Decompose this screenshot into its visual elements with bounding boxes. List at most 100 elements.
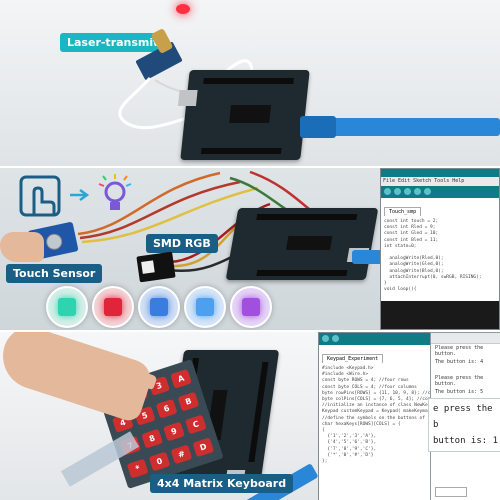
zoom-line: button is: 1 [433,436,499,446]
ide-console [381,301,499,329]
rgb-module [136,251,176,283]
code-line: const int Rled = 9; [384,225,436,231]
code-line: {'7','8','9','C'}, [322,446,377,452]
keypad-key[interactable]: 6 [155,398,178,419]
ide-tab[interactable]: Touch_smp [384,207,422,216]
led-glow [104,298,122,316]
monitor-titlebar [431,333,500,344]
code-line: byte colPins[COLS] = {7, 6, 5, 4}; //con… [322,397,437,403]
usb-port [177,90,198,106]
keypad-key[interactable]: 0 [148,451,171,472]
led-glow [196,298,214,316]
touch-panel: Touch Sensor SMD RGB File Edit Sketch To… [0,168,500,332]
code-line: const byte COLS = 4; //four columns [322,384,417,390]
verify-icon[interactable] [384,188,391,195]
code-line: } [384,281,387,287]
usb-cable [352,250,382,264]
code-line: int state=0; [384,243,417,249]
pin-header [200,148,282,154]
usb-plug [300,116,336,138]
code-line: byte rowPins[ROWS] = {11, 10, 9, 8}; //c… [322,390,437,396]
led-glow [58,298,76,316]
laser-panel: Laser-transmit [0,0,500,168]
code-line: const int Gled = 10; [384,231,439,237]
code-editor[interactable]: const int touch = 2;const int Rled = 9;c… [381,217,499,295]
keypad-key[interactable]: D [192,437,215,458]
arduino-board [177,70,310,160]
serial-zoom-callout: e press the b button is: 1 [428,398,500,452]
keypad-key[interactable]: C [185,414,207,435]
keypad-key[interactable]: # [170,444,193,465]
code-line: //initialize an instance of class NewKey… [322,403,437,409]
keypad-key[interactable]: B [177,391,200,412]
code-line: const byte ROWS = 4; //four rows [322,378,409,384]
led-color-swatch [92,286,134,328]
keypad-key[interactable]: 8 [141,428,164,449]
keypad-ide-window: Keypad_Experiment #include <Keypad.h>#in… [318,332,437,500]
code-line: analogWrite(Rled,0); [384,256,444,262]
divider [0,330,500,333]
lightbulb-icon [98,174,132,210]
ide-tab[interactable]: Keypad_Experiment [322,354,384,363]
code-line: Keypad customKeypad = Keypad( makeKeymap… [322,409,437,415]
code-line: { [322,428,325,434]
pin-header [256,270,348,276]
monitor-line: The button is: 5 [435,389,484,395]
keypad-panel: 123A456B789C*0#D 4x4 Matrix Keyboard Key… [0,332,500,500]
code-line: const int touch = 2; [384,219,439,224]
upload-icon[interactable] [332,335,339,342]
zoom-line: e press the b [433,404,493,430]
keypad-key[interactable]: 9 [163,421,185,442]
laser-label: Laser-transmit [60,33,166,52]
ide-titlebar [381,169,499,177]
code-editor[interactable]: #include <Keypad.h>#include <Wire.h>cons… [319,364,437,467]
monitor-line: Please press the button. [435,375,484,387]
code-line: void loop(){ [384,287,417,293]
monitor-line: The button is: 4 [435,359,484,365]
keypad-label: 4x4 Matrix Keyboard [150,474,294,493]
mcu-chip [229,105,272,123]
new-icon[interactable] [404,188,411,195]
code-line: //define the symbols on the buttons of t… [322,415,437,421]
touch-sensor-label: Touch Sensor [6,264,103,283]
code-line: {'1','2','3','A'}, [322,434,377,440]
code-line: #include <Wire.h> [322,372,369,378]
code-line: }; [322,459,328,465]
pin-header [203,78,294,84]
touch-hand-icon [19,175,61,217]
ide-toolbar [319,333,437,345]
arduino-board [225,208,379,280]
keypad-key[interactable]: A [170,368,192,389]
monitor-line: Please press the button. [435,345,484,357]
monitor-line [431,366,500,374]
code-line: char hexaKeys[ROWS][COLS] = { [322,421,401,427]
smd-rgb-label: SMD RGB [146,234,218,253]
finger [0,232,44,262]
led-color-swatch [184,286,226,328]
code-line: analogWrite(Gled,0); [384,262,444,268]
usb-cable [300,118,500,136]
divider [0,166,500,169]
led-glow [150,298,168,316]
rgb-led [141,260,155,274]
open-icon[interactable] [414,188,421,195]
led-color-swatch [46,286,88,328]
upload-icon[interactable] [394,188,401,195]
code-line: analogWrite(Bled,0); [384,268,444,274]
code-line: const int Bled = 11; [384,237,439,243]
autoscroll-checkbox[interactable] [435,487,467,497]
monitor-output: Please press the button. The button is: 4… [431,344,500,396]
ide-toolbar [381,186,499,198]
arduino-ide-window: File Edit Sketch Tools Help Touch_smp co… [380,168,500,330]
save-icon[interactable] [424,188,431,195]
pin-header [256,214,358,220]
keypad-key[interactable]: * [126,458,149,479]
mcu-chip [285,236,333,250]
verify-icon[interactable] [322,335,329,342]
led-color-swatch [138,286,180,328]
led-glow [242,298,260,316]
code-line: #include <Keypad.h> [322,366,374,371]
led-color-swatch [230,286,272,328]
code-line: {'*','0','#','D'} [322,452,374,458]
code-line: {'4','5','6','B'}, [322,440,377,446]
